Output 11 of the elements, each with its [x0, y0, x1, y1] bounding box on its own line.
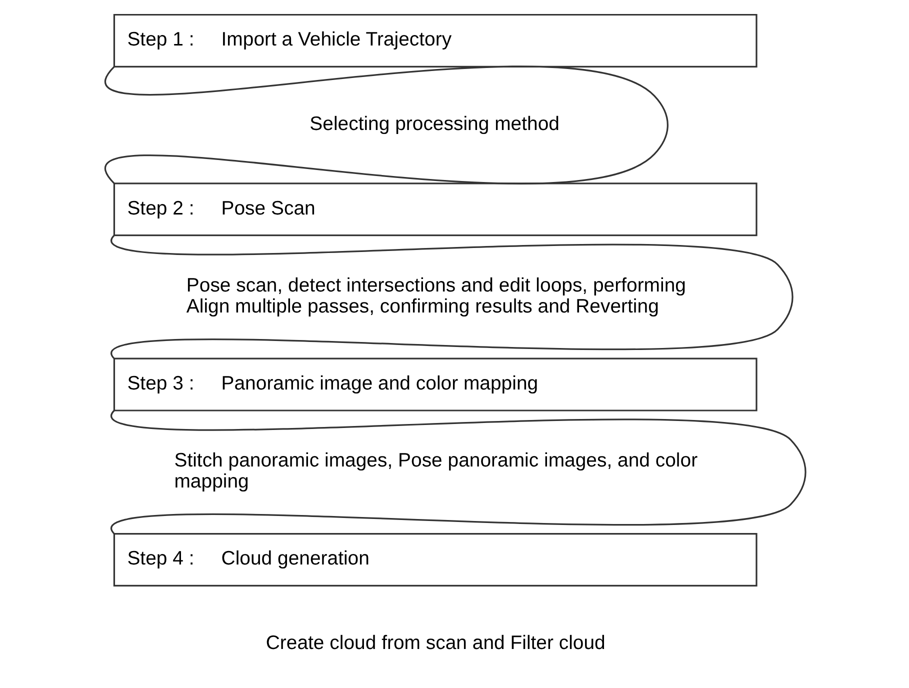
node-label: Pose scan, detect intersections and edit loops, performing Align multiple passes, confirming results and Reverting — [186, 274, 686, 318]
connector — [112, 234, 792, 359]
connector — [106, 66, 668, 184]
node-box: Step 1 : Import a Vehicle Trajectory — [112, 14, 757, 68]
node-label: Stitch panoramic images, Pose panoramic images, and color mapping — [174, 450, 698, 493]
node-box: Step 4 : Cloud generation — [112, 532, 757, 586]
node-label: Create cloud from scan and Filter cloud — [265, 632, 605, 654]
node-box: Step 3 : Panoramic image and color mapping — [112, 358, 757, 412]
node-box: Step 2 : Pose Scan — [112, 182, 757, 236]
node-label: Selecting processing method — [309, 113, 559, 136]
connector — [112, 410, 805, 534]
